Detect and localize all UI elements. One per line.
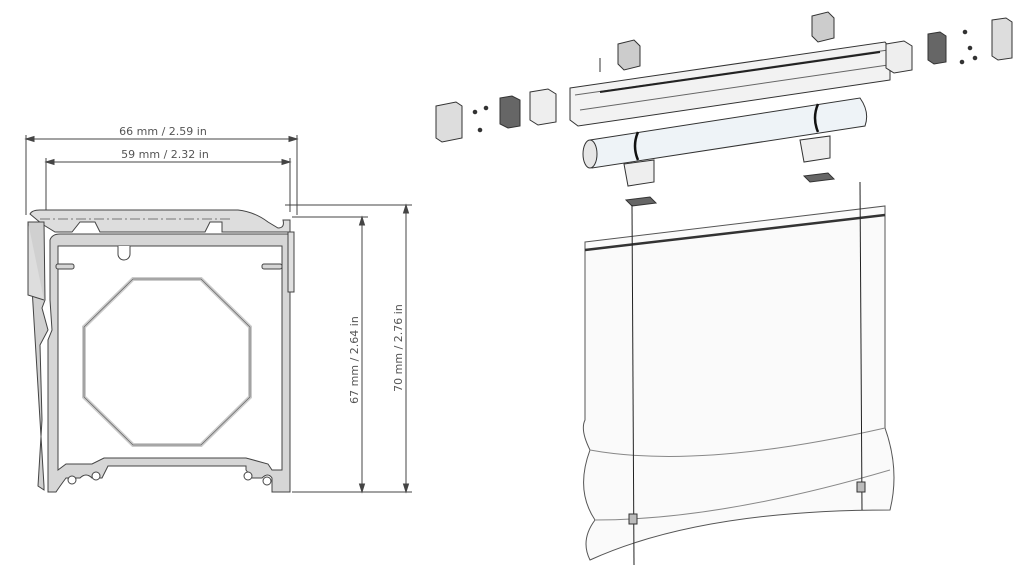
profile-cross-section (24, 135, 412, 494)
cord-guide-left (623, 159, 655, 187)
bracket-left (499, 95, 521, 129)
end-cap-right (991, 17, 1013, 61)
dim-inner-width: 59 mm / 2.32 in (121, 148, 209, 161)
top-cover (29, 209, 291, 233)
dim-outer-height: 70 mm / 2.76 in (392, 304, 405, 392)
dim-outer-width: 66 mm / 2.59 in (119, 125, 207, 138)
dimension-lines (24, 135, 412, 494)
cord-stop-right (856, 481, 866, 493)
dim-inner-height: 67 mm / 2.64 in (348, 316, 361, 404)
lift-cord-left (631, 204, 635, 566)
cord-stop-left (628, 513, 638, 525)
roman-shade-fabric (582, 205, 895, 561)
mounting-clip-right (811, 11, 835, 43)
octagonal-tube (82, 277, 252, 447)
end-plate-right (885, 40, 913, 74)
lift-cord-right (859, 181, 863, 511)
dimension-labels: 66 mm / 2.59 in 59 mm / 2.32 in 67 mm / … (119, 125, 405, 404)
end-plate-left (529, 88, 557, 126)
exploded-assembly (435, 11, 1013, 566)
end-cap-left (435, 101, 463, 143)
mounting-clip-left (617, 39, 641, 71)
bracket-right (927, 31, 947, 65)
cord-guide-right (799, 135, 831, 163)
